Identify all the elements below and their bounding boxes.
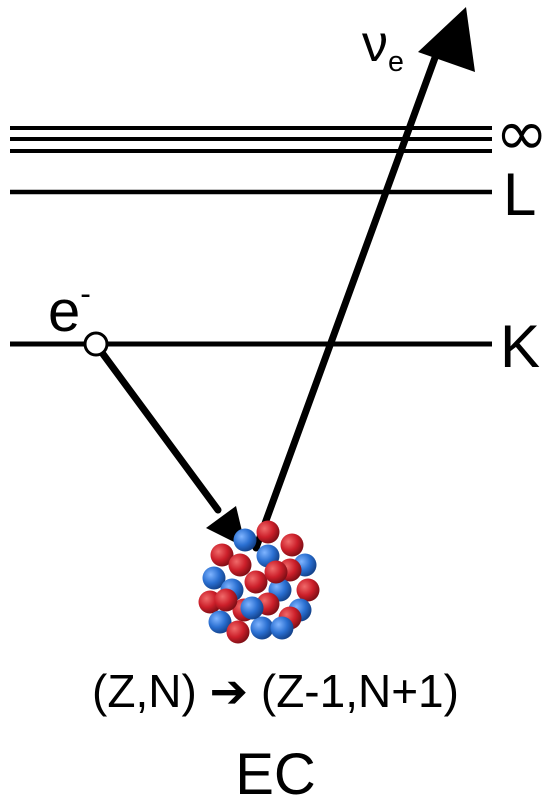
electron-charge: - bbox=[80, 275, 91, 311]
neutron bbox=[250, 616, 274, 640]
neutron bbox=[233, 528, 257, 552]
electron-symbol: e bbox=[48, 279, 81, 345]
continuum-lines bbox=[10, 126, 492, 153]
neutrino-emission-arrow bbox=[252, 7, 475, 552]
proton bbox=[280, 533, 304, 557]
neutrino-symbol: ν bbox=[362, 15, 388, 73]
neutron bbox=[240, 596, 264, 620]
proton bbox=[264, 560, 288, 584]
neutron bbox=[208, 610, 232, 634]
proton bbox=[256, 520, 280, 544]
neutrino-label: νe bbox=[362, 18, 404, 77]
neutron bbox=[202, 566, 226, 590]
neutrino-subscript: e bbox=[388, 46, 404, 78]
l-level-label: L bbox=[503, 161, 537, 228]
neutron bbox=[270, 616, 294, 640]
proton bbox=[214, 588, 238, 612]
neutrino-arrowhead bbox=[418, 7, 475, 72]
proton bbox=[296, 578, 320, 602]
electron-marker bbox=[83, 331, 109, 357]
k-level-label: K bbox=[500, 313, 541, 380]
electron-capture-arrow bbox=[96, 346, 246, 548]
infinity-level-label: ∞ bbox=[495, 97, 549, 171]
nucleus bbox=[198, 520, 320, 644]
reaction-equation: (Z,N) ➔ (Z-1,N+1) bbox=[92, 665, 459, 717]
proton bbox=[244, 570, 268, 594]
proton bbox=[210, 543, 234, 567]
proton bbox=[226, 620, 250, 644]
electron-label: e- bbox=[48, 275, 91, 345]
process-label: EC bbox=[235, 742, 316, 807]
proton bbox=[228, 553, 252, 577]
